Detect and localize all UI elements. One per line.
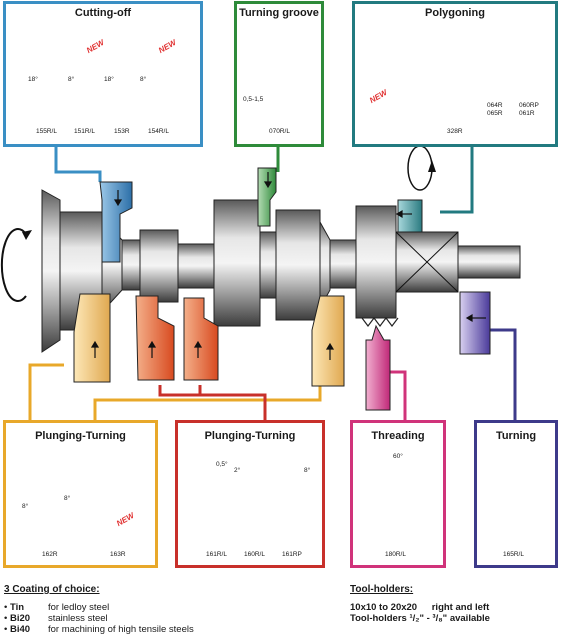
- tool-plunge-orange-2: [183, 297, 219, 381]
- thread-profile: [361, 317, 399, 327]
- panel-turning: Turning 165R/L: [474, 420, 558, 568]
- insert-code: 163R: [110, 551, 126, 558]
- insert-code: 070R/L: [269, 128, 290, 135]
- tool-cutoff: [99, 181, 133, 263]
- panel-title: Threading: [371, 430, 425, 442]
- insert-code: 155R/L: [36, 128, 57, 135]
- angle-label: 18°: [104, 76, 114, 83]
- angle-label: 8°: [22, 503, 29, 510]
- panel-cutting-off: Cutting-off 18° 8° 18° 8° NEW NEW 155R/L…: [3, 1, 203, 147]
- angle-label: 2°: [234, 467, 241, 474]
- rotation-arrow-icon: [0, 228, 27, 302]
- connector-plunging-mid-2: [198, 385, 265, 397]
- new-badge: NEW: [115, 510, 136, 529]
- panel-turning-groove: Turning groove 0,5-1,5 070R/L: [234, 1, 324, 147]
- toolholders-heading: Tool-holders:: [350, 584, 414, 595]
- connector-threading: [390, 370, 407, 420]
- panel-title: Cutting-off: [74, 7, 132, 19]
- angle-label: 8°: [140, 76, 147, 83]
- new-badge: NEW: [368, 87, 389, 106]
- dimension-label: 0,5-1,5: [243, 96, 264, 103]
- tool-thread: [365, 324, 391, 411]
- toolholders-notes: Tool-holders: 10x10 to 20x20 right and l…: [350, 584, 558, 624]
- panel-title: Polygoning: [425, 7, 485, 19]
- new-badge: NEW: [85, 37, 106, 56]
- panel-title: Turning: [495, 430, 537, 442]
- connector-plunging-left: [28, 363, 64, 420]
- coatings-heading: 3 Coating of choice:: [4, 584, 100, 595]
- tools: [73, 167, 491, 411]
- coating-desc: for ledloy steel: [47, 602, 110, 613]
- coating-desc: stainless steel: [47, 613, 108, 624]
- panel-plunging-turning-left: Plunging-Turning 8° 8° NEW 162R 163R: [3, 420, 158, 568]
- insert-code: 165R/L: [503, 551, 524, 558]
- toolholders-line: 10x10 to 20x20 right and left: [350, 602, 558, 613]
- feed-arrows: [90, 172, 486, 360]
- insert-code: 064R: [487, 102, 503, 109]
- insert-code: 162R: [42, 551, 58, 558]
- insert-code: 151R/L: [74, 128, 95, 135]
- connector-cutting-off: [54, 146, 102, 182]
- insert-code: 180R/L: [385, 551, 406, 558]
- coating-name: Bi40: [9, 624, 31, 635]
- angle-label: 8°: [304, 467, 311, 474]
- angle-label: 18°: [28, 76, 38, 83]
- panel-threading: Threading 60° 180R/L: [350, 420, 446, 568]
- tool-plunge-orange-1: [135, 295, 175, 381]
- panel-title: Plunging-Turning: [204, 430, 296, 442]
- coating-name: Tin: [9, 602, 25, 613]
- insert-code: 065R: [487, 110, 503, 117]
- connector-plunging-left-2: [93, 385, 322, 420]
- coating-desc: for machining of high tensile steels: [47, 624, 194, 635]
- tool-plunge-yellow-2: [311, 295, 345, 387]
- polygon-orbit: [407, 145, 433, 191]
- tool-groove: [257, 167, 277, 227]
- toolholders-size: 10x10 to 20x20: [350, 602, 418, 613]
- new-badge: NEW: [157, 37, 178, 56]
- panel-title: Turning groove: [239, 7, 319, 19]
- insert-code: 154R/L: [148, 128, 169, 135]
- panel-plunging-turning-mid: Plunging-Turning 0,5° 2° 8° 161R/L 160R/…: [175, 420, 325, 568]
- insert-code: 161RP: [282, 551, 302, 558]
- insert-code: 328R: [447, 128, 463, 135]
- insert-code: 153R: [114, 128, 130, 135]
- panel-title: Plunging-Turning: [35, 430, 126, 442]
- connector-lines: [28, 146, 517, 420]
- insert-code: 160R/L: [244, 551, 265, 558]
- coating-name: Bi20: [9, 613, 31, 624]
- connector-plunging-mid: [158, 385, 267, 420]
- panel-polygoning: Polygoning NEW 328R 064R 065R 060RP 061R: [352, 1, 558, 147]
- connector-polygoning: [440, 146, 474, 214]
- angle-label: 0,5°: [216, 461, 228, 468]
- tool-turning: [459, 291, 491, 355]
- tool-plunge-yellow-1: [73, 293, 111, 383]
- toolholders-line: Tool-holders ¹/₂" - ³/₈" available: [350, 613, 558, 624]
- tool-polygon: [397, 199, 423, 233]
- insert-code: 161R/L: [206, 551, 227, 558]
- toolholders-available: Tool-holders ¹/₂" - ³/₈" available: [350, 613, 490, 624]
- angle-label: 8°: [64, 495, 71, 502]
- insert-code: 061R: [519, 110, 535, 117]
- angle-label: 8°: [68, 76, 75, 83]
- connector-turning: [490, 328, 517, 420]
- insert-code: 060RP: [519, 102, 539, 109]
- angle-label: 60°: [393, 453, 403, 460]
- toolholders-side: right and left: [431, 602, 490, 613]
